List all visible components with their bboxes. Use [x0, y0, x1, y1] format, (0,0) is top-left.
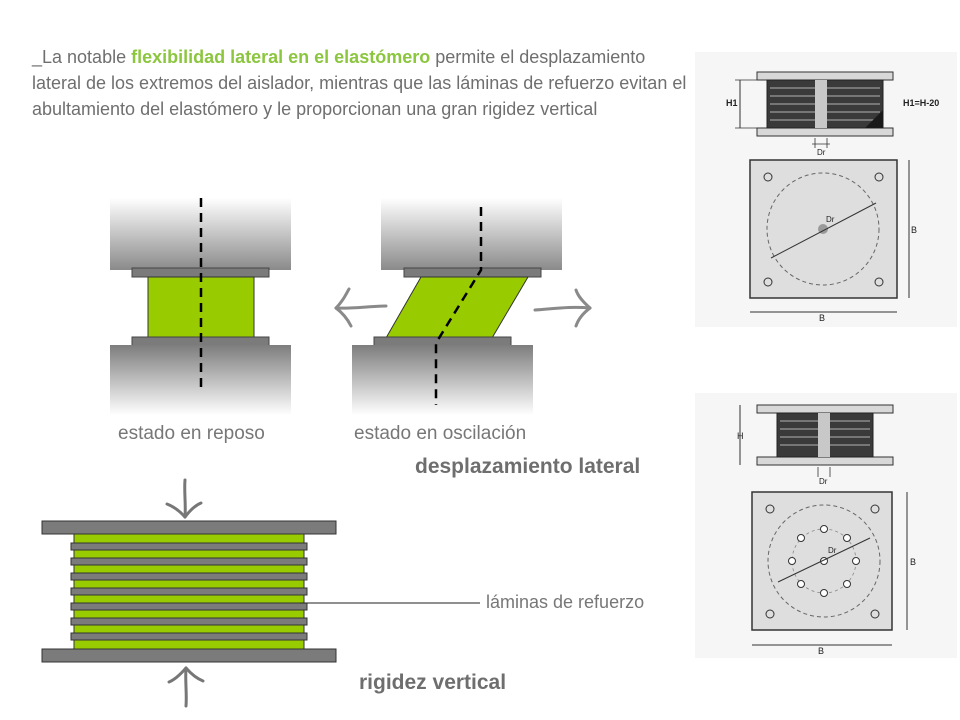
top-plate	[403, 267, 542, 278]
caption-oscillation-state: estado en oscilación	[354, 423, 527, 444]
dim-h: H	[737, 431, 744, 441]
dim-dr-top: Dr	[819, 477, 828, 486]
bottom-plate	[373, 336, 512, 347]
caption-rest-state: estado en reposo	[118, 423, 265, 444]
technical-drawing-2: H Dr Dr B B	[695, 393, 957, 658]
intro-suffix: permite el desplazamiento lateral de los…	[32, 47, 687, 119]
dim-b-side: B	[910, 557, 916, 567]
heading-vertical-stiffness: rigidez vertical	[359, 671, 507, 694]
reinforcement-shims	[70, 542, 308, 641]
arrow-down-icon	[165, 478, 203, 519]
laminated-bearing	[41, 520, 480, 663]
bearing-rest	[110, 198, 291, 415]
bottom-end-plate	[41, 648, 337, 663]
lower-structure	[352, 345, 533, 415]
dim-b-side: B	[911, 225, 917, 235]
dim-h1-formula: H1=H-20	[903, 98, 939, 108]
dim-b-bottom: B	[818, 646, 824, 656]
arrow-left-icon	[334, 287, 388, 328]
displaced-axis	[434, 207, 483, 405]
dim-dr: Dr	[826, 215, 835, 224]
top-end-plate	[41, 520, 337, 535]
dim-dr: Dr	[828, 546, 837, 555]
intro-highlight: flexibilidad lateral en el elastómero	[131, 47, 431, 67]
heading-lateral-displacement: desplazamiento lateral	[415, 455, 641, 478]
intro-prefix: _La notable	[32, 47, 132, 67]
dim-dr-top: Dr	[817, 148, 826, 157]
arrow-up-icon	[167, 666, 205, 708]
technical-drawing-1: H1 H1=H-20 Dr Dr B B	[695, 52, 957, 327]
bearing-oscillation	[352, 198, 562, 415]
upper-structure	[381, 198, 562, 270]
label-reinforcement-shims: láminas de refuerzo	[486, 592, 645, 612]
intro-paragraph: _La notable flexibilidad lateral en el e…	[32, 44, 692, 122]
dim-h1: H1	[726, 98, 738, 108]
arrow-right-icon	[533, 288, 592, 328]
dim-b-bottom: B	[819, 313, 825, 323]
